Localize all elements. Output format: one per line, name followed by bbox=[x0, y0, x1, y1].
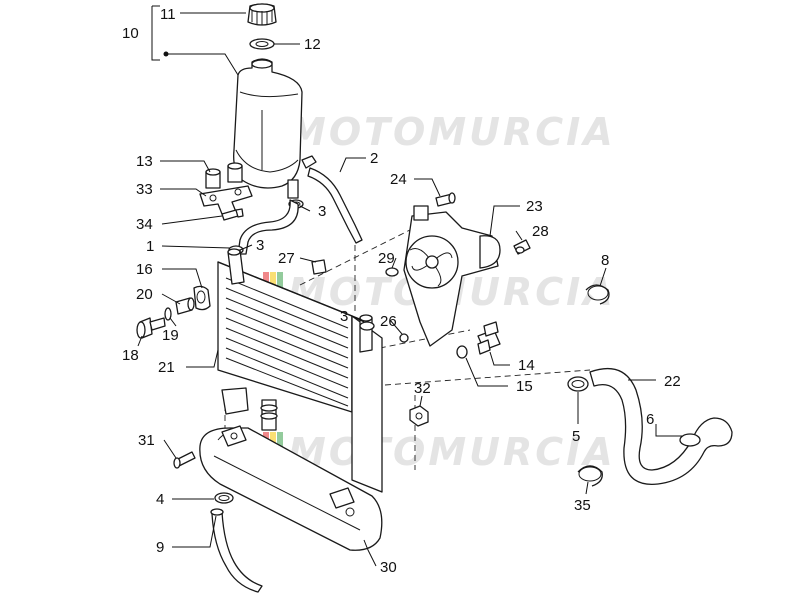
callout-26: 26 bbox=[380, 313, 397, 330]
clamp-5 bbox=[567, 376, 589, 392]
callout-14: 14 bbox=[518, 357, 535, 374]
callout-31: 31 bbox=[138, 432, 155, 449]
hose-2 bbox=[307, 167, 363, 244]
clamp-3-lower bbox=[359, 321, 375, 331]
callout-29: 29 bbox=[378, 250, 395, 267]
callout-32: 32 bbox=[414, 380, 431, 397]
bolt-18 bbox=[136, 317, 166, 339]
callout-1: 1 bbox=[146, 238, 154, 255]
callout-24: 24 bbox=[390, 171, 407, 188]
thermal-switch bbox=[477, 321, 501, 355]
screw-31 bbox=[173, 451, 196, 469]
callout-27: 27 bbox=[278, 250, 295, 267]
callout-3: 3 bbox=[340, 308, 348, 325]
watermark-3: MOTOMURCIA bbox=[263, 430, 616, 474]
radiator bbox=[217, 248, 383, 493]
screw-28 bbox=[513, 239, 531, 255]
callout-2: 2 bbox=[370, 150, 378, 167]
screw-34 bbox=[221, 208, 244, 221]
grommet-16 bbox=[193, 285, 211, 311]
callout-33: 33 bbox=[136, 181, 153, 198]
clamp-6 bbox=[679, 433, 701, 447]
bushing-27 bbox=[311, 259, 327, 275]
callout-16: 16 bbox=[136, 261, 153, 278]
callout-13: 13 bbox=[136, 153, 153, 170]
clamp-4 bbox=[214, 492, 234, 504]
callout-18: 18 bbox=[122, 347, 139, 364]
expansion-tank bbox=[233, 58, 317, 199]
watermark-text: MOTOMURCIA bbox=[288, 110, 616, 154]
callout-20: 20 bbox=[136, 286, 153, 303]
callout-12: 12 bbox=[304, 36, 321, 53]
leader-dot bbox=[163, 51, 169, 57]
callout-30: 30 bbox=[380, 559, 397, 576]
callout-8: 8 bbox=[601, 252, 609, 269]
clamp-35 bbox=[577, 465, 603, 487]
callout-3: 3 bbox=[318, 203, 326, 220]
leader-lines bbox=[137, 5, 682, 567]
watermark-1: MOTOMURCIA bbox=[263, 110, 616, 154]
callout-5: 5 bbox=[572, 428, 580, 445]
callout-34: 34 bbox=[136, 216, 153, 233]
filler-cap bbox=[247, 3, 277, 26]
cooling-fan bbox=[403, 205, 501, 347]
spacer-20 bbox=[175, 297, 195, 315]
callout-3: 3 bbox=[256, 237, 264, 254]
hose-22 bbox=[589, 367, 733, 485]
callout-28: 28 bbox=[532, 223, 549, 240]
callout-23: 23 bbox=[526, 198, 543, 215]
hose-9 bbox=[210, 508, 263, 593]
callout-22: 22 bbox=[664, 373, 681, 390]
radiator-lower-pipes bbox=[260, 399, 278, 431]
callout-labels: 11 10 12 2 13 33 24 3 23 34 28 1 3 27 29… bbox=[122, 6, 681, 576]
hose-1 bbox=[237, 199, 299, 255]
watermark-text: MOTOMURCIA bbox=[288, 430, 616, 474]
callout-19: 19 bbox=[162, 327, 179, 344]
callout-6: 6 bbox=[646, 411, 654, 428]
radiator-fins bbox=[225, 277, 349, 407]
filler-seal bbox=[249, 38, 275, 50]
callout-9: 9 bbox=[156, 539, 164, 556]
lower-shroud bbox=[199, 387, 383, 551]
o-ring-15 bbox=[456, 345, 468, 359]
screw-24 bbox=[435, 192, 456, 207]
callout-21: 21 bbox=[158, 359, 175, 376]
grommet-29 bbox=[385, 267, 399, 277]
washer-26 bbox=[399, 333, 409, 343]
rubber-mounts bbox=[205, 162, 243, 189]
callout-15: 15 bbox=[516, 378, 533, 395]
assembly-dashed-lines bbox=[224, 224, 591, 470]
tank-bracket bbox=[199, 185, 253, 215]
clamp-8 bbox=[585, 284, 610, 305]
washer-19 bbox=[164, 307, 172, 321]
callout-11: 11 bbox=[160, 6, 176, 23]
nut-32 bbox=[409, 405, 429, 427]
callout-35: 35 bbox=[574, 497, 591, 514]
callout-4: 4 bbox=[156, 491, 164, 508]
callout-10: 10 bbox=[122, 25, 139, 42]
